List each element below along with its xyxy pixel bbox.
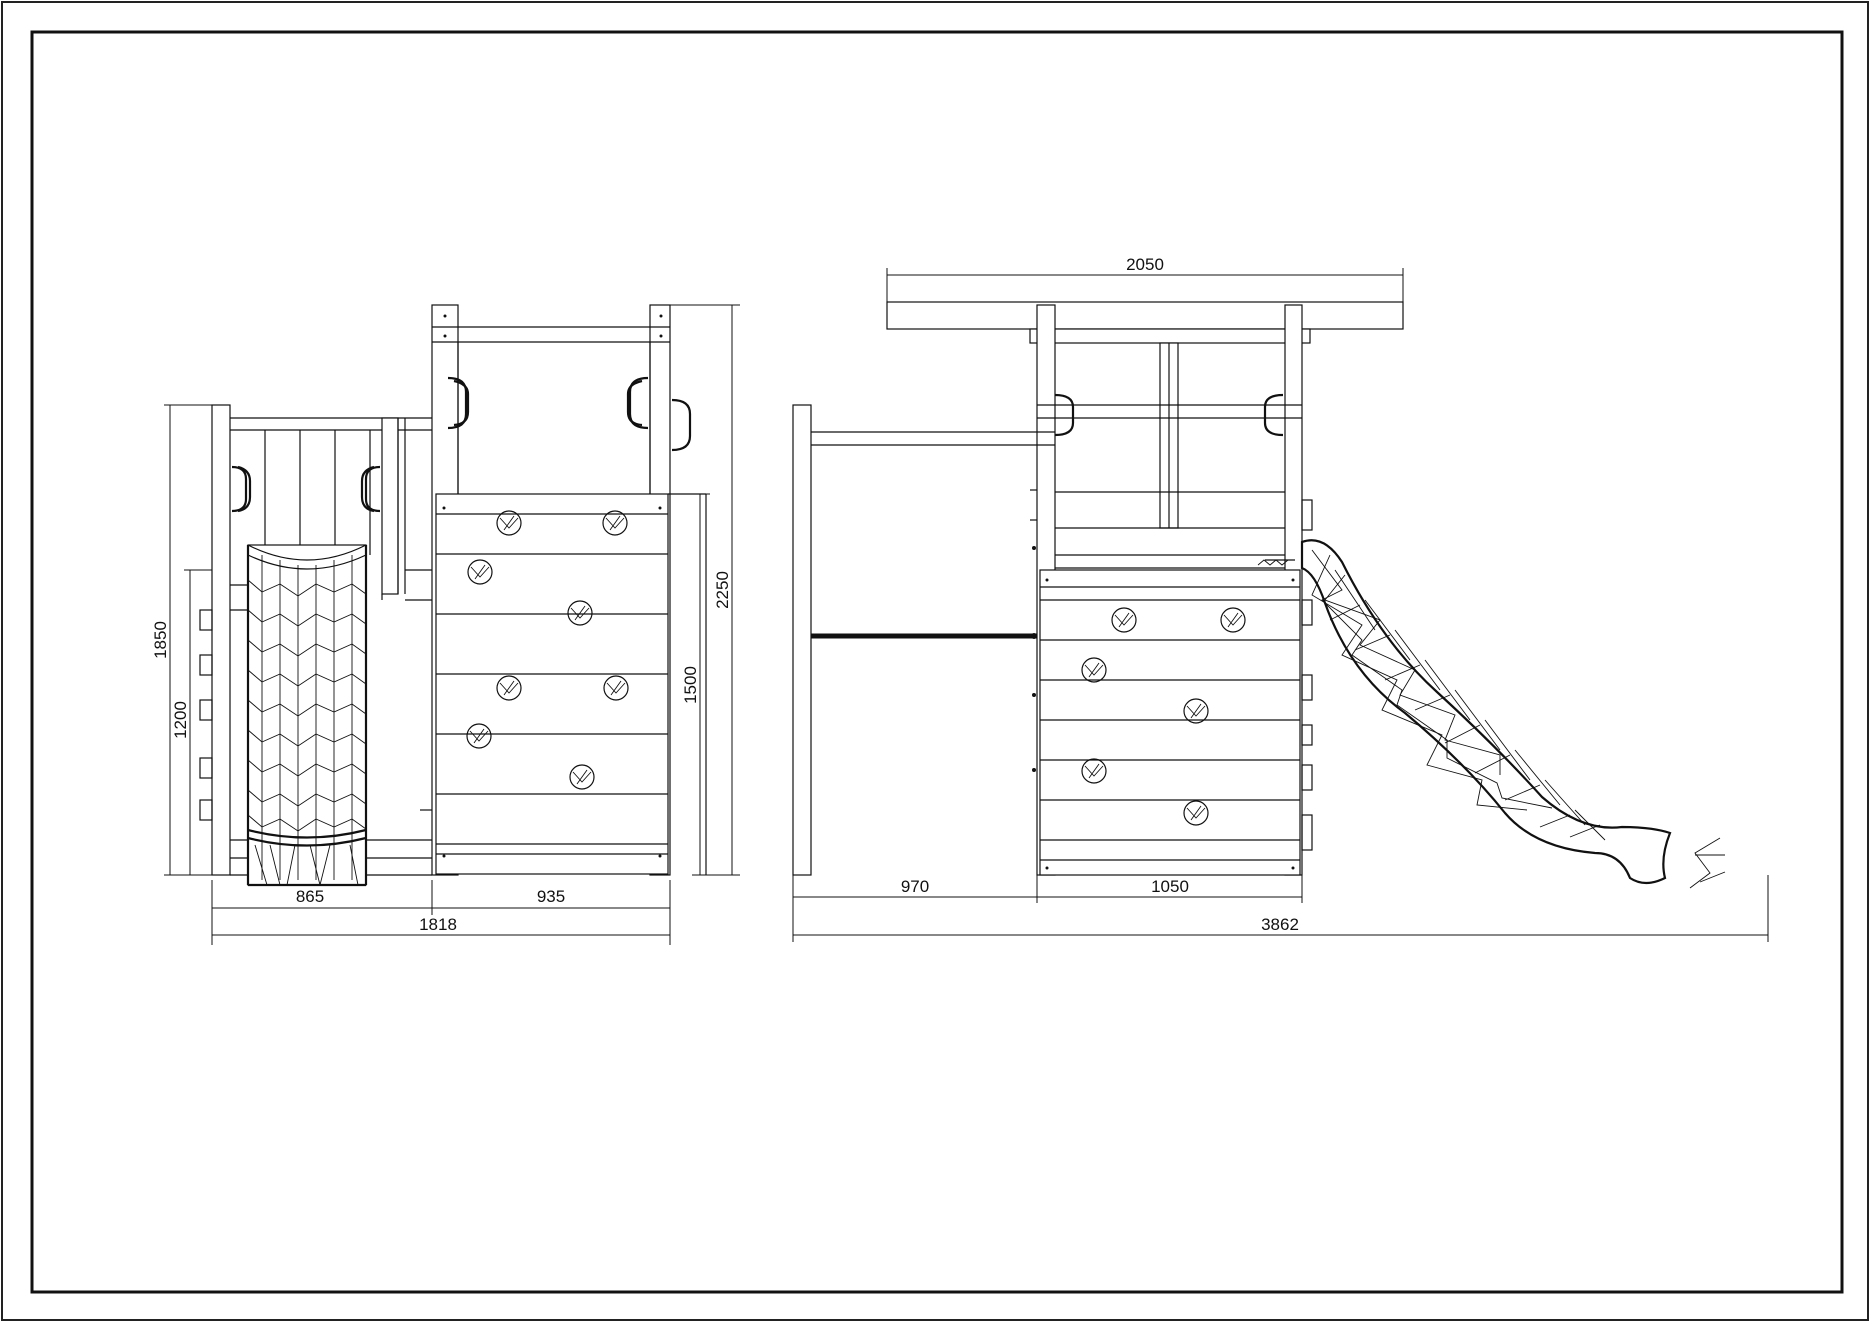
monkey-bar-post (792, 404, 812, 876)
roof-beam (886, 301, 1404, 330)
dim-1050: 1050 (1151, 877, 1189, 896)
dim-2050: 2050 (1126, 255, 1164, 274)
front-view-dimensions (792, 268, 1769, 942)
drawing-frame (30, 30, 1844, 1294)
dim-1500: 1500 (681, 666, 700, 704)
side-view-dimensions (164, 304, 740, 945)
rear-post (211, 404, 231, 876)
dim-865: 865 (296, 887, 324, 906)
dim-970: 970 (901, 877, 929, 896)
dim-1200: 1200 (171, 701, 190, 739)
side-view: 865 935 1818 1850 1200 1500 2250 (151, 304, 740, 945)
climbing-holds-front (1081, 607, 1246, 826)
post-bolts (199, 609, 213, 821)
climbing-wall-side (435, 493, 669, 875)
rail-post (381, 417, 399, 595)
front-view: 2050 970 1050 3862 (792, 255, 1769, 942)
dim-935: 935 (537, 887, 565, 906)
dim-2250: 2250 (713, 571, 732, 609)
dim-1850: 1850 (151, 621, 170, 659)
dim-3862: 3862 (1261, 915, 1299, 934)
handle-icon (231, 465, 248, 513)
handle-icon (364, 465, 381, 513)
tube-slide (246, 544, 368, 887)
wave-slide (1300, 539, 1726, 889)
climbing-wall-front (1039, 569, 1301, 876)
climbing-holds-side (466, 510, 629, 790)
dim-1818: 1818 (419, 915, 457, 934)
front-post-bolts (1301, 499, 1313, 851)
